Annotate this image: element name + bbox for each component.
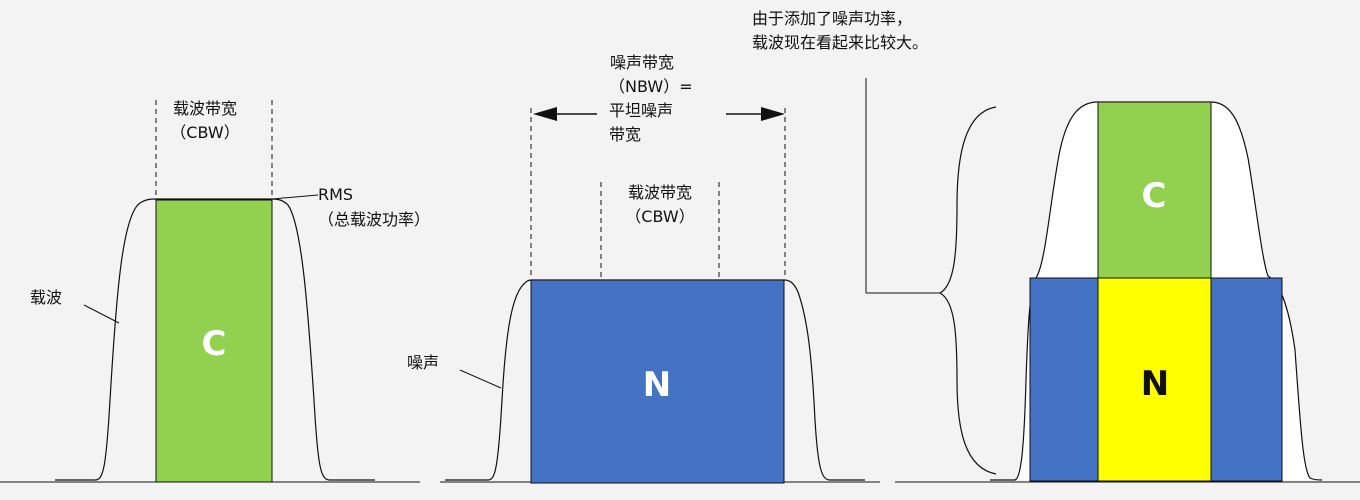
carrier-block-letter: C: [1142, 176, 1167, 216]
rms-label: RMS: [318, 185, 353, 204]
cbw-label: （CBW）: [170, 123, 239, 142]
noise-block: [530, 279, 785, 484]
panel-noise: N 噪声带宽 （NBW）= 平坦噪声 带宽 载波带宽 （CBW） 噪声: [407, 53, 880, 484]
carrier-block: [1097, 101, 1212, 279]
carrier-block: [155, 199, 273, 483]
noise-block-letter: N: [643, 365, 671, 405]
noise-leader: [459, 369, 502, 389]
panel-combined: C N 由于添加了噪声功率， 载波现在看起来比较大。: [752, 9, 1360, 483]
rms-leader: [271, 194, 319, 200]
nbw-arrowhead-left: [533, 107, 557, 121]
cbw-label: （CBW）: [625, 207, 694, 226]
curly-brace: [938, 106, 997, 475]
nbw-arrowhead-right: [761, 107, 785, 121]
noise-label: 噪声: [407, 353, 439, 372]
carrier-label: 载波: [30, 288, 62, 307]
cbw-label: 载波带宽: [173, 99, 237, 118]
carrier-curve: [55, 198, 375, 481]
noise-block-right: [1210, 277, 1283, 482]
noise-block-left: [1029, 277, 1099, 482]
note-text: 由于添加了噪声功率，: [752, 9, 912, 28]
carrier-block-letter: C: [202, 324, 227, 364]
rms-label: （总载波功率）: [318, 210, 430, 229]
nbw-label: 噪声带宽: [610, 53, 674, 72]
panel-carrier: C 载波带宽 （CBW） RMS （总载波功率） 载波: [0, 99, 430, 483]
cbw-label: 载波带宽: [628, 183, 692, 202]
carrier-leader: [83, 304, 120, 324]
nbw-label: 带宽: [609, 125, 641, 144]
nbw-label: 平坦噪声: [609, 101, 673, 120]
nbw-label: （NBW）=: [609, 77, 693, 96]
noise-block-center: [1097, 277, 1212, 482]
note-text: 载波现在看起来比较大。: [752, 33, 928, 52]
noise-block-letter: N: [1141, 364, 1169, 404]
